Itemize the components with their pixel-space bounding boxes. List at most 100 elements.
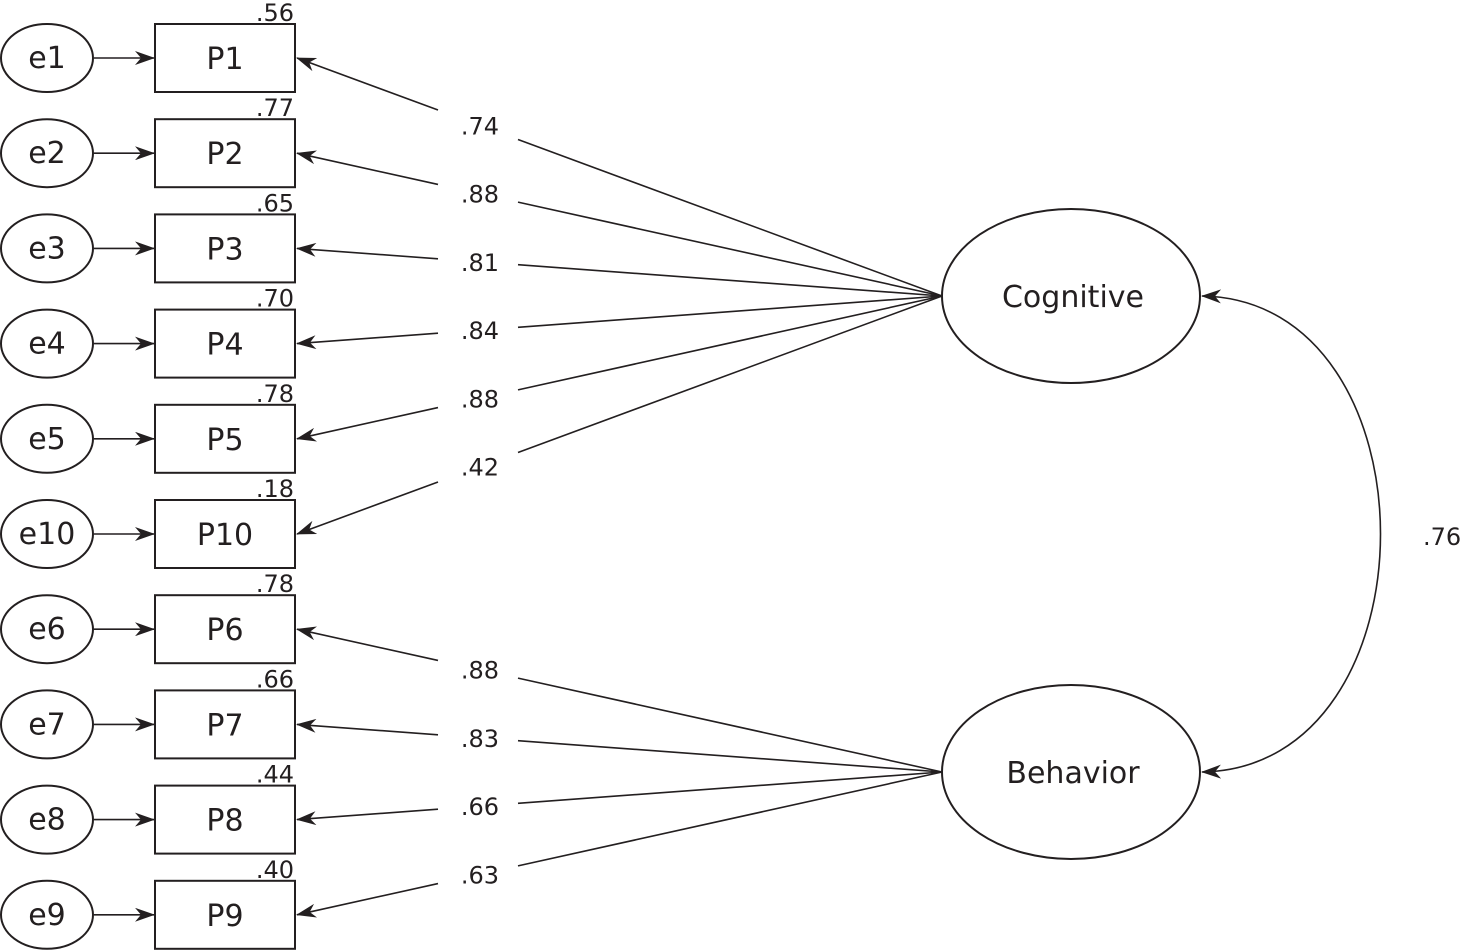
r-squared-value: .44 <box>256 761 294 789</box>
error-term-label: e8 <box>28 803 66 838</box>
indicator-label: P3 <box>206 232 243 267</box>
factor-loading-label: .83 <box>461 725 499 753</box>
r-squared-value: .78 <box>256 380 294 408</box>
loading-path-arrow <box>296 882 439 918</box>
indicator-box <box>154 784 296 855</box>
error-term-ellipse <box>0 879 94 950</box>
indicator-label: P10 <box>197 518 253 553</box>
error-term-label: e9 <box>28 898 66 933</box>
loading-path-arrow <box>296 242 439 260</box>
indicator-row: e10 P10.18 .42 <box>0 453 499 569</box>
indicator-label: P1 <box>206 42 243 77</box>
factor-loading-label: .63 <box>461 861 499 889</box>
error-term-ellipse <box>0 213 94 284</box>
indicator-row: e9 P9 .40 .63 <box>0 856 499 950</box>
loading-path-segment <box>517 295 943 329</box>
behavior-ellipse <box>941 684 1201 860</box>
loading-path-arrow <box>296 150 439 186</box>
error-term-label: e3 <box>28 231 66 266</box>
r-squared-value: .18 <box>256 475 294 503</box>
error-term-ellipse <box>0 118 94 189</box>
indicator-row: e3 P3 .65 .81 <box>0 189 499 284</box>
loading-path-arrow <box>296 406 439 442</box>
indicator-box <box>154 118 296 189</box>
error-term-ellipse <box>0 403 94 474</box>
indicator-row: e8 P8 .44 .66 <box>0 761 499 855</box>
error-term-label: e2 <box>28 136 66 171</box>
factor-loading-label: .42 <box>461 453 499 481</box>
error-term-label: e6 <box>28 612 66 647</box>
loading-path-segment <box>517 201 943 297</box>
indicator-row: e2 P2 .77 .88 <box>0 94 499 209</box>
correlation-label: .76 <box>1423 523 1461 551</box>
error-term-label: e4 <box>28 327 66 362</box>
factor-loading-label: .88 <box>461 181 499 209</box>
cognitive-label: Cognitive <box>1002 280 1144 315</box>
indicator-row: e7 P7 .66 .83 <box>0 665 499 760</box>
r-squared-value: .66 <box>256 665 294 693</box>
r-squared-value: .78 <box>256 570 294 598</box>
loading-path-segment <box>517 138 943 297</box>
indicator-label: P2 <box>206 137 243 172</box>
indicator-box <box>154 403 296 474</box>
indicator-label: P6 <box>206 613 243 648</box>
edges-layer <box>94 51 1382 922</box>
loading-path-segment <box>517 739 943 773</box>
error-term-ellipse <box>0 594 94 665</box>
behavior-label: Behavior <box>1006 756 1140 791</box>
factor-loading-label: .66 <box>461 793 499 821</box>
indicator-label: P7 <box>206 708 243 743</box>
factor-loading-label: .88 <box>461 657 499 685</box>
loading-path-segment <box>517 295 943 391</box>
indicator-label: P8 <box>206 804 243 839</box>
indicator-label: P4 <box>206 328 243 363</box>
error-term-ellipse <box>0 308 94 379</box>
indicator-box <box>154 594 296 665</box>
cognitive-ellipse <box>941 208 1201 384</box>
indicator-box <box>154 23 296 93</box>
indicator-box <box>154 213 296 284</box>
factor-loading-label: .88 <box>461 385 499 413</box>
error-term-ellipse <box>0 784 94 855</box>
loading-path-arrow <box>296 626 439 662</box>
error-term-ellipse <box>0 23 94 93</box>
correlation-curve <box>1201 289 1382 779</box>
loading-path-arrow <box>296 332 439 350</box>
indicator-box <box>154 689 296 760</box>
latent-factor-cognitive: Cognitive <box>941 208 1201 384</box>
latent-factor-behavior: Behavior <box>941 684 1201 860</box>
factor-loading-label: .84 <box>461 317 499 345</box>
loading-path-segment <box>517 295 943 454</box>
error-term-label: e5 <box>28 422 66 457</box>
loading-path-segment <box>517 263 943 297</box>
loading-path-segment <box>517 771 943 867</box>
loading-path-arrow <box>296 808 439 826</box>
loading-path-arrow <box>296 57 439 111</box>
r-squared-value: .77 <box>256 94 294 122</box>
error-term-ellipse <box>0 689 94 760</box>
loading-path-segment <box>517 677 943 773</box>
error-term-label: e10 <box>19 517 76 552</box>
r-squared-value: .56 <box>256 0 294 27</box>
loading-path-segment <box>517 771 943 805</box>
r-squared-value: .40 <box>256 856 294 884</box>
indicator-box <box>154 499 296 569</box>
r-squared-value: .65 <box>256 189 294 217</box>
factor-loading-label: .74 <box>461 113 499 141</box>
loading-path-arrow <box>296 718 439 736</box>
loading-path-arrow <box>296 481 439 535</box>
indicator-box <box>154 879 296 950</box>
indicator-row: e6 P6 .78 .88 <box>0 570 499 685</box>
indicator-row: e1 P1 .56 .74 <box>0 0 499 141</box>
indicator-box <box>154 308 296 379</box>
indicator-row: e5 P5 .78 .88 <box>0 380 499 474</box>
indicator-label: P9 <box>206 899 243 934</box>
indicator-label: P5 <box>206 423 243 458</box>
error-term-label: e1 <box>28 41 66 76</box>
error-term-ellipse <box>0 499 94 569</box>
error-term-label: e7 <box>28 707 66 742</box>
factor-loading-label: .81 <box>461 249 499 277</box>
